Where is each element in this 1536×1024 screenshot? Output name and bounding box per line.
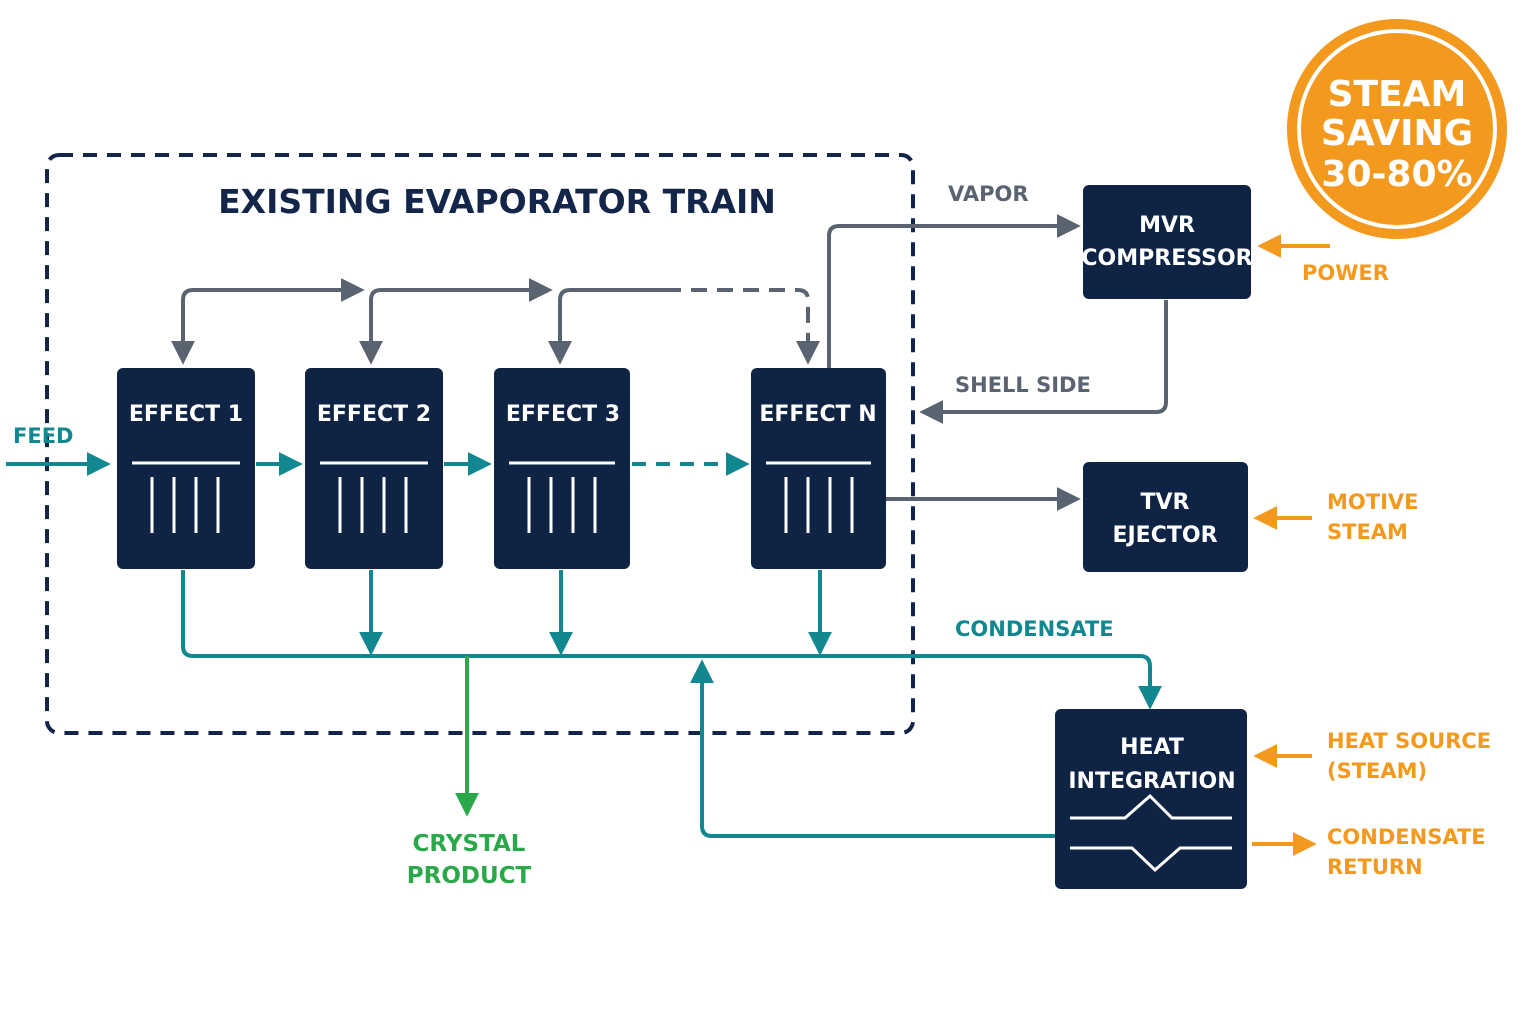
condensate-lines [181,570,1162,838]
badge-line-1: STEAM [1328,74,1467,115]
shell-side-label: SHELL SIDE [955,373,1091,397]
crystal-product-label-2: PRODUCT [407,863,532,889]
utility-arrows [1252,234,1330,856]
mvr-compressor: MVR COMPRESSOR [1081,185,1253,299]
condensate-label: CONDENSATE [955,617,1114,641]
effect-1-label: EFFECT 1 [129,402,243,427]
effect-3-label: EFFECT 3 [506,402,620,427]
condensate-return-label-1: CONDENSATE [1327,825,1486,849]
tvr-line-1: TVR [1141,490,1190,515]
diagram-title: EXISTING EVAPORATOR TRAIN [218,182,776,221]
vapor-connections [171,214,1168,511]
tvr-ejector: TVR EJECTOR [1083,462,1248,572]
tvr-line-2: EJECTOR [1112,523,1217,548]
motive-steam-label-2: STEAM [1327,520,1408,544]
heat-exchanger-icon [1070,793,1232,873]
effect-n-label: EFFECT N [759,402,876,427]
heat-source-label-1: HEAT SOURCE [1327,729,1491,753]
effect-1: EFFECT 1 [117,368,255,569]
mvr-line-1: MVR [1139,213,1195,238]
steam-saving-badge: STEAM SAVING 30-80% [1287,19,1507,239]
effect-n: EFFECT N [751,368,886,569]
power-label: POWER [1302,261,1389,285]
mvr-line-2: COMPRESSOR [1081,246,1252,271]
heat-integration-line-1: HEAT [1120,735,1184,760]
heat-integration: HEAT INTEGRATION [1055,709,1247,889]
crystal-product-label-1: CRYSTAL [413,831,526,857]
feed-label: FEED [13,424,73,448]
motive-steam-label-1: MOTIVE [1327,490,1419,514]
effect-3: EFFECT 3 [494,368,630,569]
effect-2: EFFECT 2 [305,368,443,569]
heat-source-label-2: (STEAM) [1327,759,1427,783]
badge-line-3: 30-80% [1321,154,1472,195]
badge-line-2: SAVING [1321,113,1473,154]
condensate-return-label-2: RETURN [1327,855,1423,879]
effect-2-label: EFFECT 2 [317,402,431,427]
existing-train-boundary [45,153,915,735]
vapor-label: VAPOR [948,182,1029,206]
heat-integration-line-2: INTEGRATION [1068,769,1235,794]
